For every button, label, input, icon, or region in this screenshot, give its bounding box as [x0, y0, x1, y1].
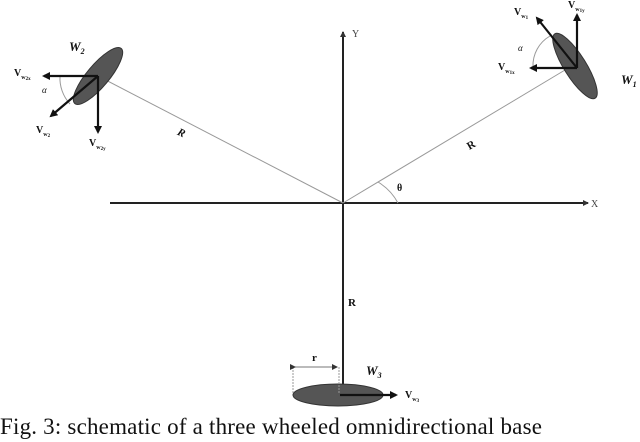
wheel-w3-label: W3	[366, 363, 382, 380]
v-w2-arrow	[49, 75, 99, 118]
v-w2x-label: Vw2x	[14, 68, 31, 82]
wheel-radius-label: r	[312, 352, 317, 364]
v-w2y-label: Vw2y	[89, 138, 106, 152]
wheel-w2-label: W2	[69, 39, 85, 56]
v-w1x-label: Vw1x	[498, 62, 515, 76]
radius-label-w2: R	[174, 126, 187, 140]
y-axis-label: Y	[352, 29, 359, 40]
radius-line-w1	[342, 66, 571, 204]
alpha-arc-w2	[59, 75, 71, 105]
theta-arc	[377, 181, 399, 204]
v-w3-label: Vw3	[405, 390, 420, 404]
wheel-w2: W2 Vw2x α Vw2 Vw2y	[14, 39, 124, 152]
alpha-arc-w1	[532, 35, 551, 68]
wheel-w3: r W3 Vw3	[290, 352, 420, 407]
radius-label-w1: R	[465, 138, 479, 153]
figure-caption: Fig. 3: schematic of a three wheeled omn…	[0, 414, 543, 439]
x-axis-label: X	[591, 199, 599, 210]
wheel-w1: Vw1 Vw1y α Vw1x W1	[498, 0, 637, 100]
wheel-w1-label: W1	[621, 72, 637, 89]
coordinate-axes: X Y	[110, 29, 599, 395]
v-w1-label: Vw1	[514, 7, 529, 21]
radius-line-w2	[97, 75, 344, 204]
alpha-label-w2: α	[42, 85, 47, 95]
v-w2-label: Vw2	[36, 125, 51, 139]
v-w1y-label: Vw1y	[568, 0, 585, 14]
theta-label: θ	[397, 183, 402, 194]
v-w1-arrow	[535, 16, 578, 69]
alpha-label-w1: α	[518, 43, 523, 53]
radius-label-w3: R	[348, 297, 357, 309]
